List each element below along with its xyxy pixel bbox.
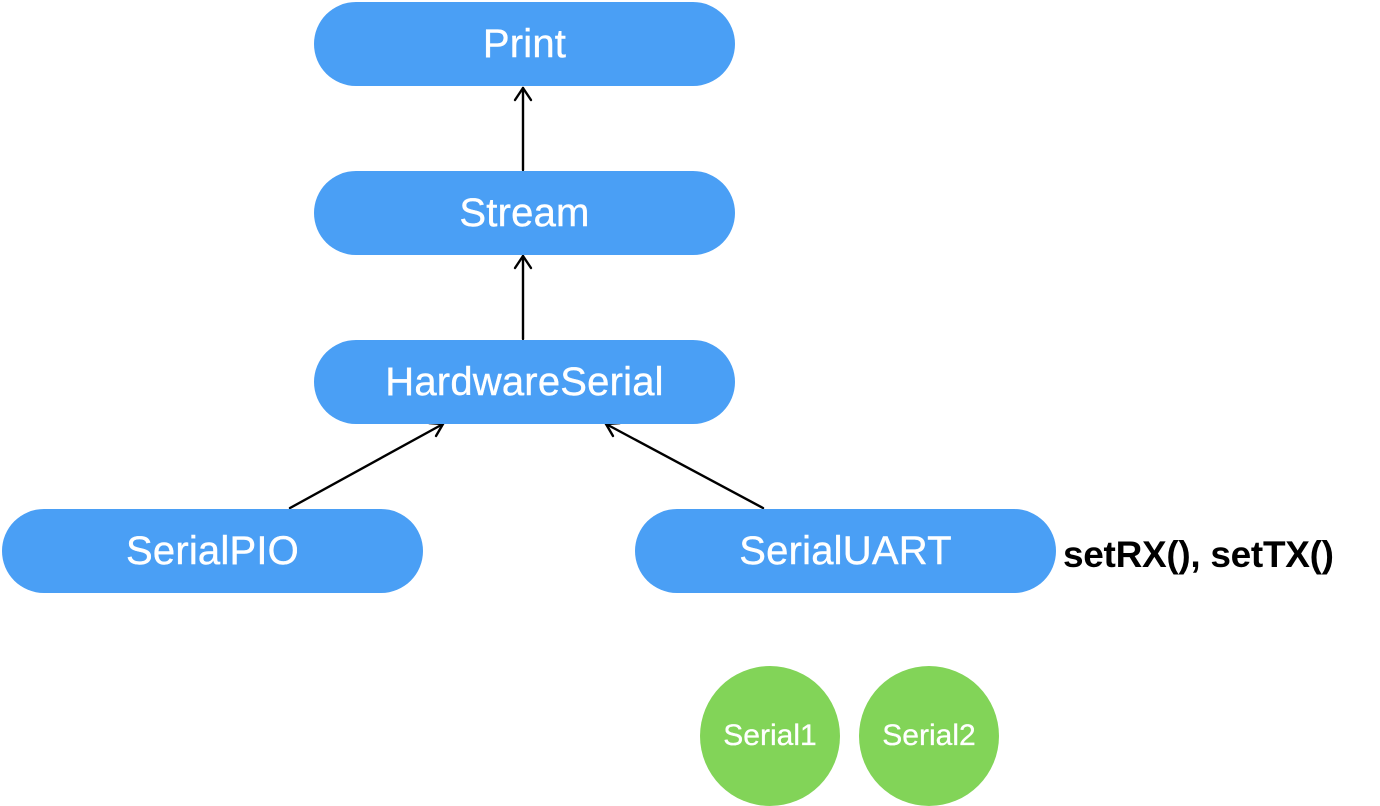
serial2-label: Serial2 bbox=[882, 719, 976, 752]
serial2-instance: Serial2 bbox=[859, 666, 999, 806]
hardwareserial-node: HardwareSerial bbox=[314, 340, 735, 424]
arrow-hardwareserial-to-stream bbox=[513, 254, 533, 341]
serialuart-label: SerialUART bbox=[739, 529, 952, 573]
hardwareserial-label: HardwareSerial bbox=[385, 360, 664, 404]
stream-label: Stream bbox=[459, 191, 590, 235]
serialuart-methods-annotation: setRX(), setTX() bbox=[1063, 534, 1334, 575]
serial1-label: Serial1 bbox=[723, 719, 817, 752]
serialpio-node: SerialPIO bbox=[2, 509, 423, 593]
arrow-serialpio-to-hardwareserial bbox=[288, 421, 445, 510]
stream-node: Stream bbox=[314, 171, 735, 255]
arrow-stream-to-print bbox=[513, 86, 533, 172]
serialuart-node: SerialUART bbox=[635, 509, 1056, 593]
print-label: Print bbox=[482, 22, 567, 66]
arrow-serialuart-to-hardwareserial bbox=[604, 421, 765, 510]
serial1-instance: Serial1 bbox=[700, 666, 840, 806]
print-node: Print bbox=[314, 2, 735, 86]
serialpio-label: SerialPIO bbox=[126, 529, 299, 573]
